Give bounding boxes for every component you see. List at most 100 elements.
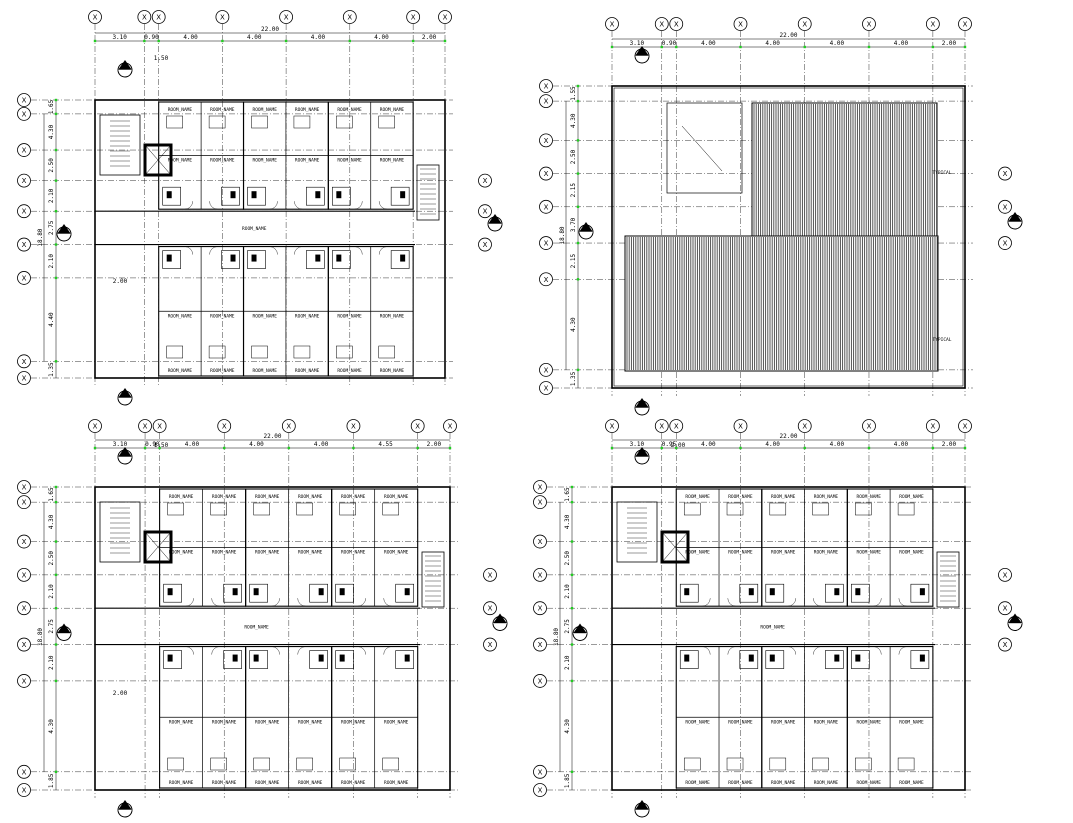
- toilet-icon: [318, 654, 324, 662]
- grid-bubble-icon: [925, 17, 940, 31]
- section-arrow-icon: [118, 60, 132, 70]
- column-dimension-label: 4.00: [183, 34, 198, 41]
- grid-node-marker: [54, 607, 58, 610]
- toilet-icon: [400, 191, 406, 199]
- grid-bubble-label: X: [156, 14, 161, 22]
- room-name-label: ROOM_NAME: [341, 719, 366, 725]
- column-dimension-label: 4.00: [374, 34, 389, 41]
- grid-bubble-icon: [17, 371, 31, 385]
- bed-icon: [897, 502, 915, 516]
- room-name-label: ROOM_NAME: [899, 494, 924, 500]
- grid-node-marker: [448, 446, 452, 450]
- grid-bubble-icon: [17, 271, 31, 285]
- room-name-label: ROOM_NAME: [212, 780, 237, 786]
- grid-bubble-icon: [215, 10, 230, 24]
- column-dimension-label: 4.55: [378, 441, 393, 448]
- bathroom-block: [679, 650, 699, 669]
- door-swing: [873, 646, 882, 655]
- room-name-label: ROOM_NAME: [168, 313, 193, 319]
- grid-bubble-icon: [17, 637, 31, 652]
- grid-bubble-icon: [17, 783, 31, 797]
- toilet-icon: [919, 588, 925, 596]
- grid-bubble-icon: [862, 17, 876, 31]
- room-name-label: ROOM_NAME: [169, 550, 194, 556]
- grid-bubble-label: X: [544, 366, 549, 374]
- bathroom-block: [765, 583, 785, 603]
- grid-bubble-icon: [88, 419, 102, 433]
- grid-node-marker: [570, 500, 574, 504]
- room-name-label: ROOM_NAME: [341, 494, 366, 500]
- grid-node-marker: [570, 607, 574, 610]
- door-swing: [383, 646, 392, 655]
- grid-bubble-label: X: [443, 14, 448, 22]
- grid-node-marker: [54, 179, 58, 182]
- grid-bubble-label: X: [674, 423, 679, 431]
- grid-bubble-icon: [483, 601, 497, 616]
- section-arrow-icon: [118, 388, 132, 398]
- room-name-label: ROOM_NAME: [295, 107, 320, 113]
- door-swing: [727, 598, 736, 607]
- room-name-label: ROOM_NAME: [337, 107, 362, 113]
- grid-node-marker: [54, 112, 58, 116]
- column-dimension-label: 3.10: [112, 34, 127, 41]
- grid-bubble-icon: [998, 236, 1012, 250]
- column-dimension-label: 4.00: [830, 40, 845, 47]
- room-name-label: ROOM_NAME: [685, 550, 710, 556]
- overall-height-label: 18.80: [553, 628, 560, 646]
- grid-bubble-label: X: [22, 641, 27, 649]
- bathroom-block: [390, 186, 410, 206]
- room-name-label: ROOM_NAME: [169, 719, 194, 725]
- grid-bubble-label: X: [22, 274, 27, 282]
- door-swing: [727, 646, 736, 655]
- bed-icon: [683, 757, 701, 771]
- door-swing: [294, 246, 303, 255]
- bed-icon: [726, 757, 744, 771]
- grid-bubble-label: X: [488, 571, 493, 579]
- grid-bubble-icon: [17, 674, 31, 688]
- building-outline: [611, 486, 966, 791]
- column-dimension-label: 2.00: [942, 40, 957, 47]
- toilet-icon: [769, 654, 775, 662]
- toilet-icon: [684, 654, 690, 662]
- grid-bubble-icon: [17, 204, 31, 219]
- grid-bubble-label: X: [22, 147, 27, 155]
- row-dimension-label: 4.30: [48, 719, 55, 734]
- toilet-icon: [336, 191, 342, 199]
- door-swing: [211, 646, 220, 655]
- room-name-label: ROOM_NAME: [728, 780, 753, 786]
- grid-bubble-icon: [342, 10, 357, 24]
- grid-node-marker: [570, 573, 574, 577]
- grid-node-marker: [54, 210, 58, 213]
- column-dimension-label: 4.00: [701, 441, 716, 448]
- door-swing: [211, 598, 220, 607]
- toilet-icon: [253, 654, 259, 662]
- column-dimension-label: 4.00: [185, 441, 200, 448]
- column-dimension-label: 4.00: [311, 34, 326, 41]
- row-dimension-label: 2.75: [48, 619, 55, 634]
- grid-bubble-label: X: [1003, 240, 1008, 248]
- door-swing: [294, 201, 303, 210]
- room-name-label: ROOM_NAME: [384, 494, 409, 500]
- grid-bubble-label: X: [544, 137, 549, 145]
- door-swing: [813, 598, 822, 607]
- grid-node-marker: [54, 360, 58, 363]
- grid-node-marker: [143, 446, 147, 450]
- toilet-icon: [684, 588, 690, 596]
- grid-bubble-label: X: [544, 385, 549, 393]
- grid-bubble-icon: [17, 354, 31, 369]
- section-arrow-icon: [118, 800, 132, 810]
- column-dimension-label: 0.90: [662, 40, 677, 47]
- section-arrow-icon: [635, 800, 649, 810]
- grid-bubble-icon: [605, 419, 619, 433]
- grid-bubble-label: X: [411, 14, 416, 22]
- bed-icon: [336, 115, 353, 129]
- grid-bubble-label: X: [22, 358, 27, 366]
- bed-icon: [855, 757, 872, 771]
- grid-node-marker: [963, 45, 967, 49]
- row-dimension-label: 4.40: [48, 312, 55, 327]
- grid-bubble-label: X: [963, 423, 968, 431]
- row-dimension-label: 2.10: [564, 584, 571, 599]
- grid-bubble-label: X: [1003, 641, 1008, 649]
- grid-bubble-icon: [17, 143, 31, 157]
- toilet-icon: [339, 588, 345, 596]
